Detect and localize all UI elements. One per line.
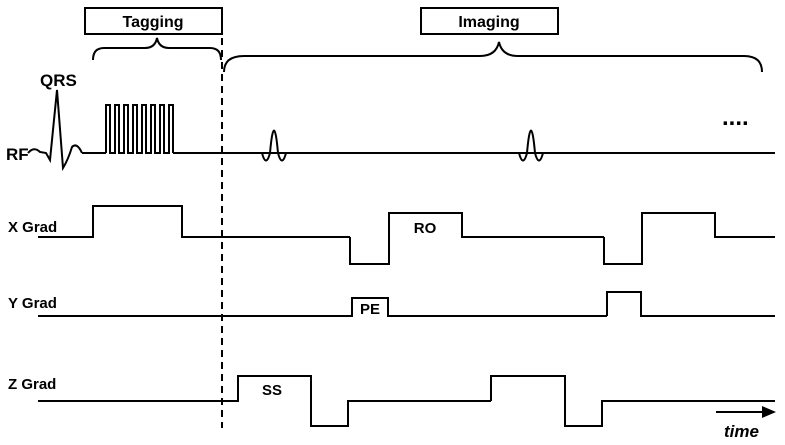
tagging-brace	[92, 37, 222, 61]
x-grad-label: X Grad	[8, 219, 57, 236]
x-grad-readout-2	[603, 212, 775, 265]
y-grad-row: PE	[38, 291, 775, 318]
y-grad-phase-encode-1	[38, 297, 607, 317]
time-axis-arrow: time	[716, 406, 776, 441]
rf-label: RF	[6, 145, 29, 164]
continuation-dots: ....	[722, 104, 749, 131]
x-grad-tagging-lobe	[38, 205, 350, 238]
ro-label: RO	[414, 220, 437, 237]
rf-row: ....	[27, 89, 775, 172]
tagging-pulse-train	[105, 104, 174, 154]
imaging-brace	[223, 41, 763, 73]
x-grad-row: RO	[38, 205, 775, 265]
qrs-label: QRS	[40, 71, 77, 90]
rf-excitation-pulse-1	[261, 129, 287, 162]
qrs-waveform	[27, 89, 83, 172]
z-grad-slice-select-1	[38, 375, 491, 427]
z-grad-row: SS	[38, 375, 775, 427]
imaging-phase-header: Imaging	[420, 7, 559, 35]
tagging-label: Tagging	[122, 14, 183, 31]
y-grad-label: Y Grad	[8, 295, 57, 312]
z-grad-label: Z Grad	[8, 376, 56, 393]
y-grad-phase-encode-2	[606, 291, 775, 317]
ss-label: SS	[262, 382, 282, 399]
z-grad-slice-select-2	[490, 375, 775, 427]
x-grad-readout-1	[349, 212, 604, 265]
tagging-phase-header: Tagging	[84, 7, 223, 35]
pe-label: PE	[360, 301, 380, 318]
time-label: time	[724, 422, 759, 441]
rf-excitation-pulse-2	[518, 129, 544, 162]
imaging-label: Imaging	[458, 14, 519, 31]
